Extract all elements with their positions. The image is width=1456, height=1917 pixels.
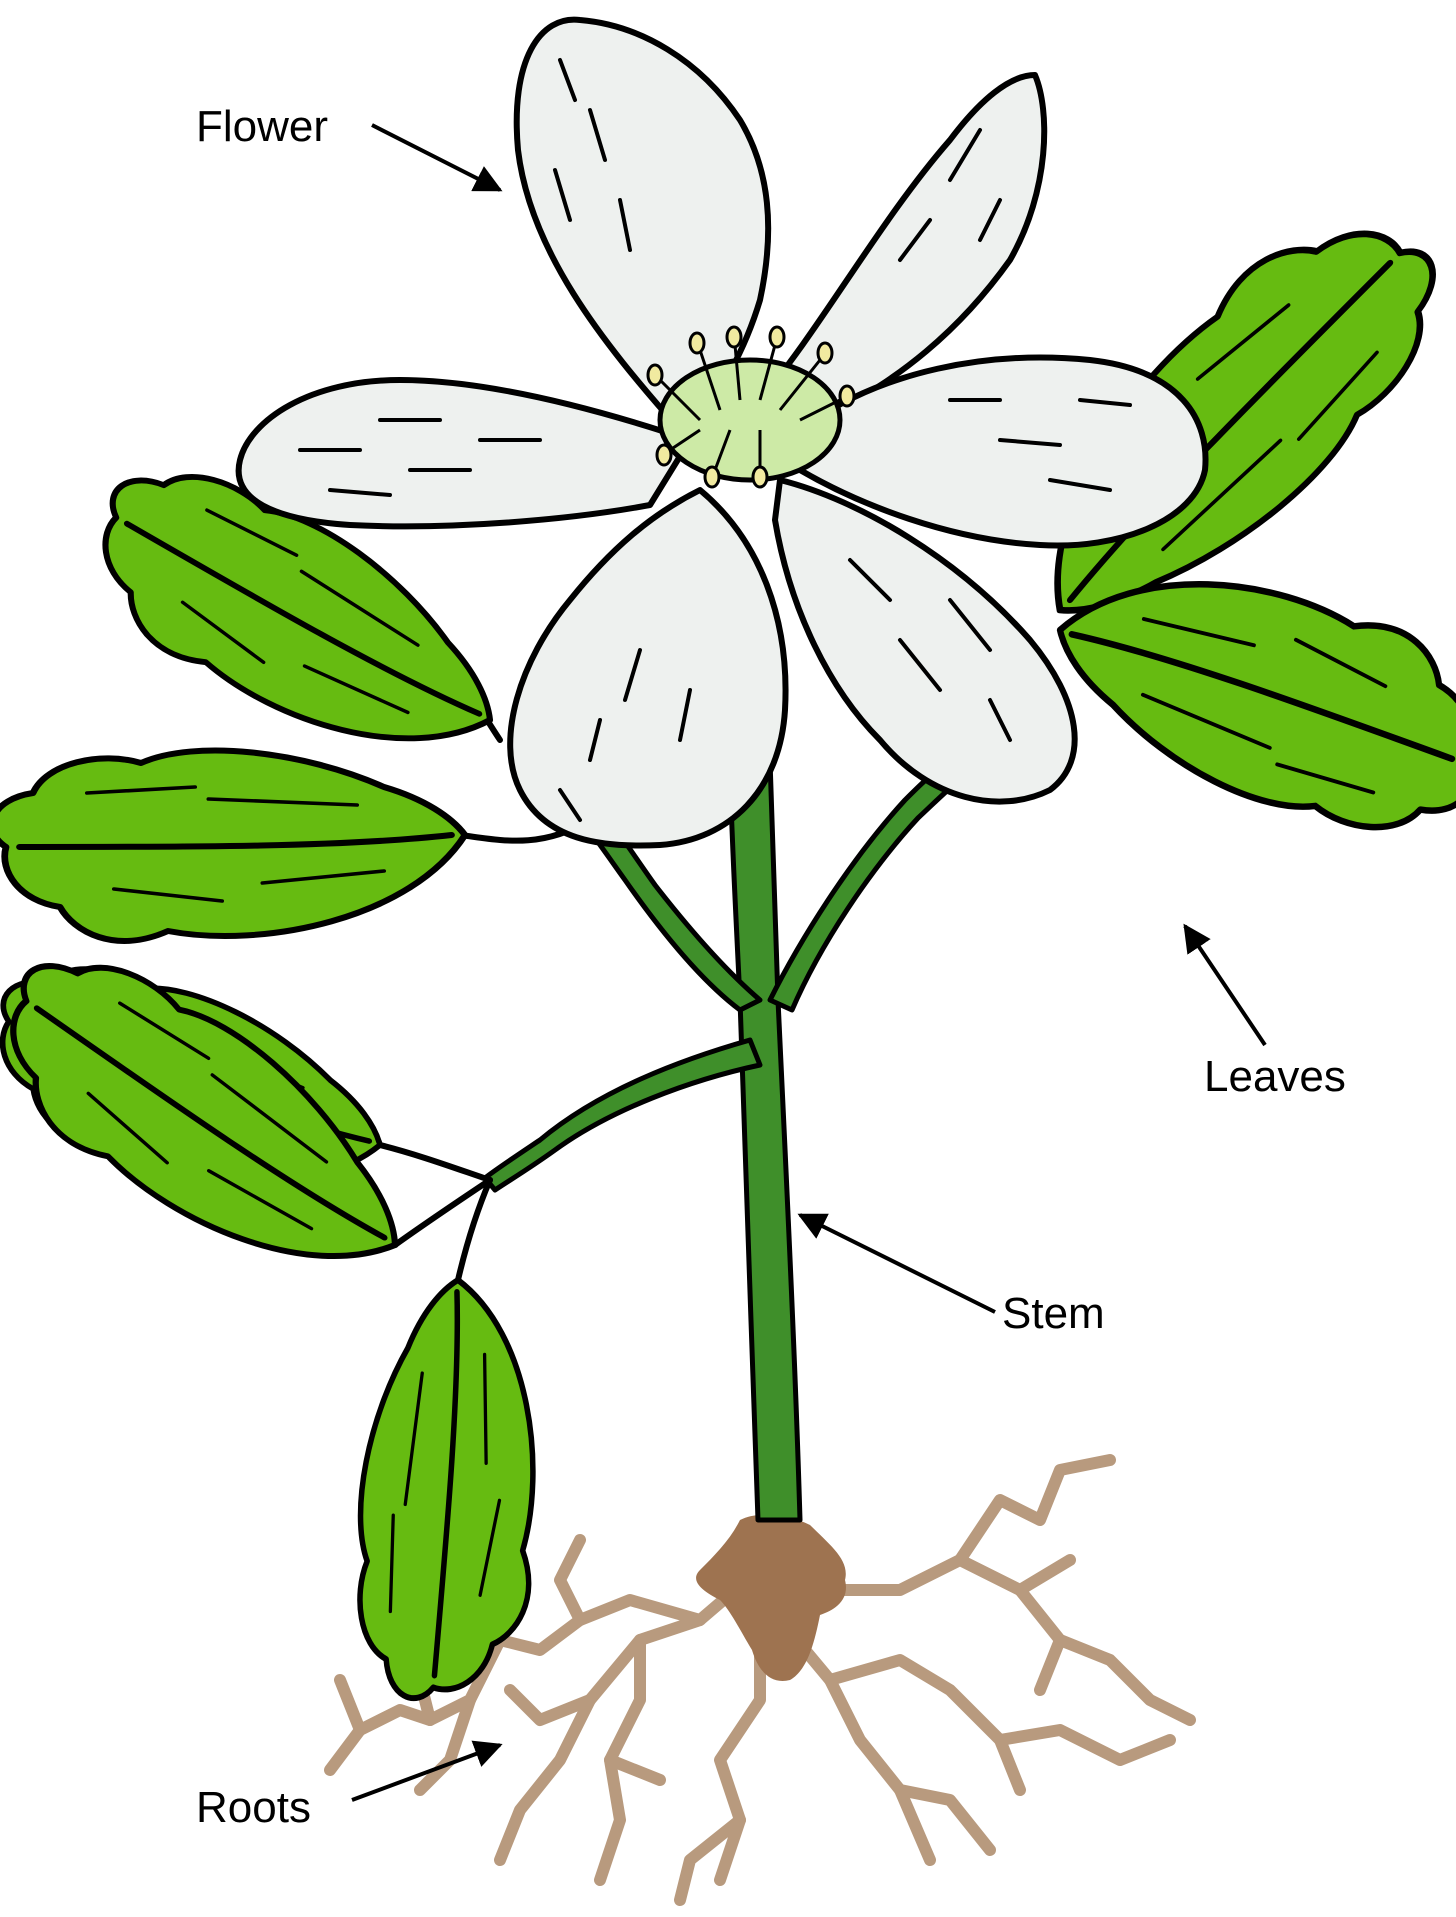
flower-center: [660, 360, 840, 480]
roots-label: Roots: [196, 1786, 311, 1830]
leaves-arrow: [1185, 926, 1265, 1045]
root-base: [696, 1515, 846, 1681]
leaves-label: Leaves: [1204, 1055, 1346, 1099]
stem-label: Stem: [1002, 1292, 1105, 1336]
flower-arrow: [372, 125, 500, 190]
flower-label: Flower: [196, 105, 328, 149]
stem-arrow: [800, 1215, 995, 1312]
